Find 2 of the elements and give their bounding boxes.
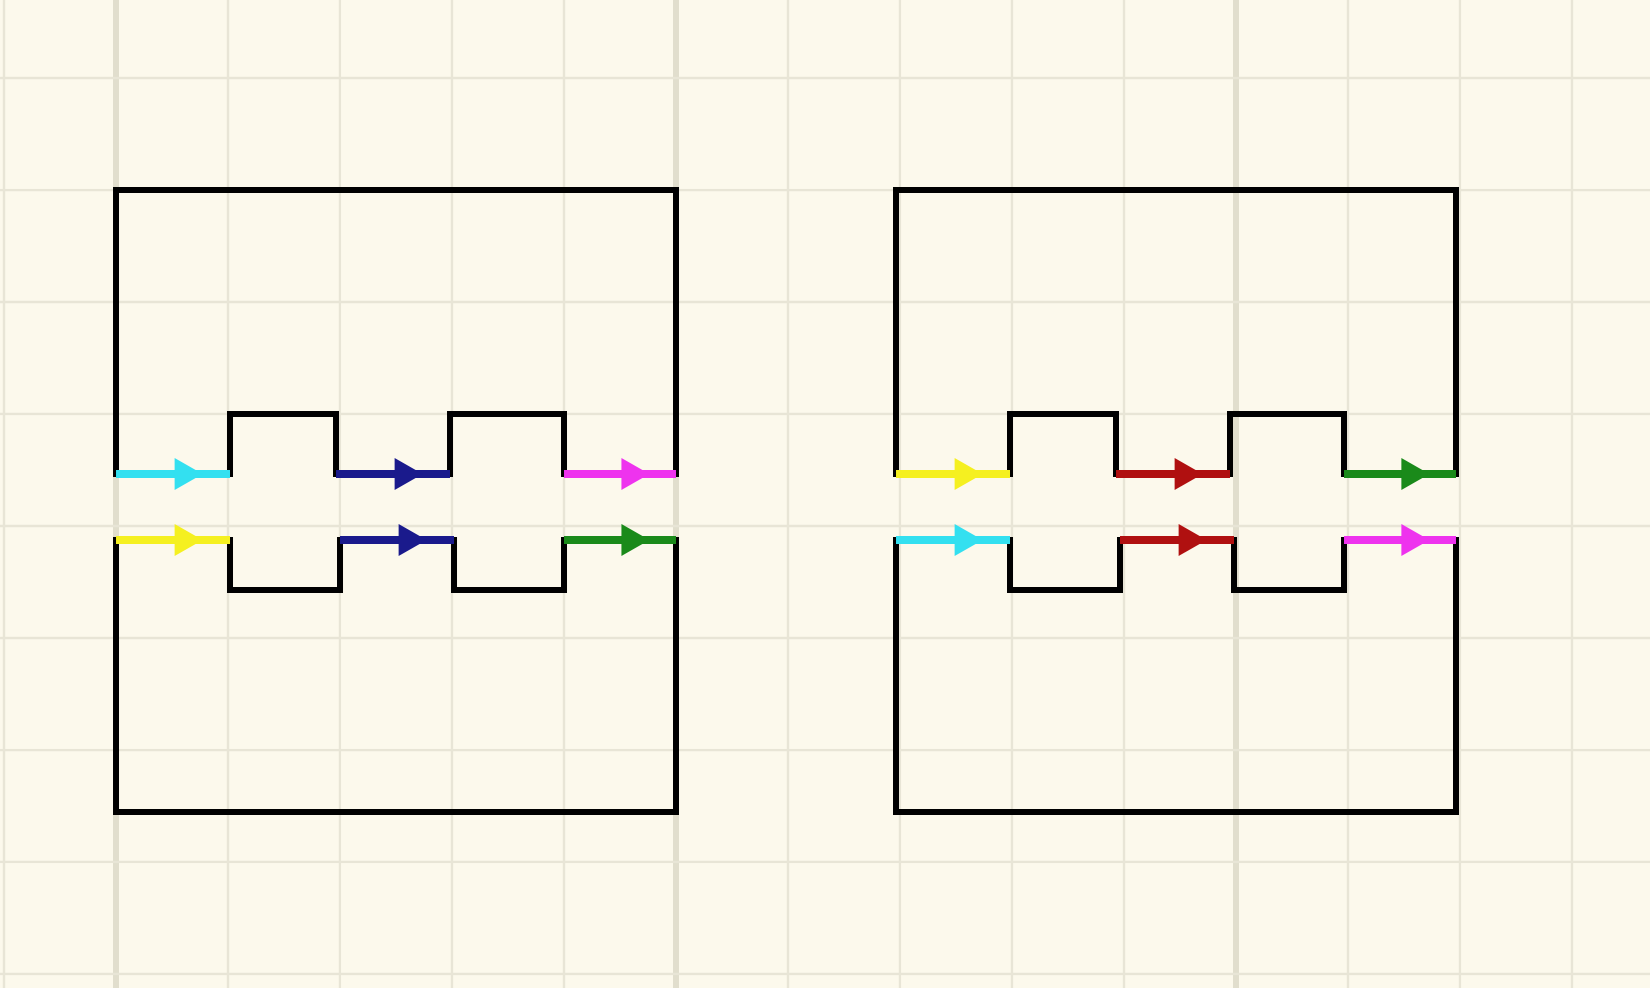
outline-shape (113, 187, 679, 815)
outline-shape (893, 187, 1459, 815)
